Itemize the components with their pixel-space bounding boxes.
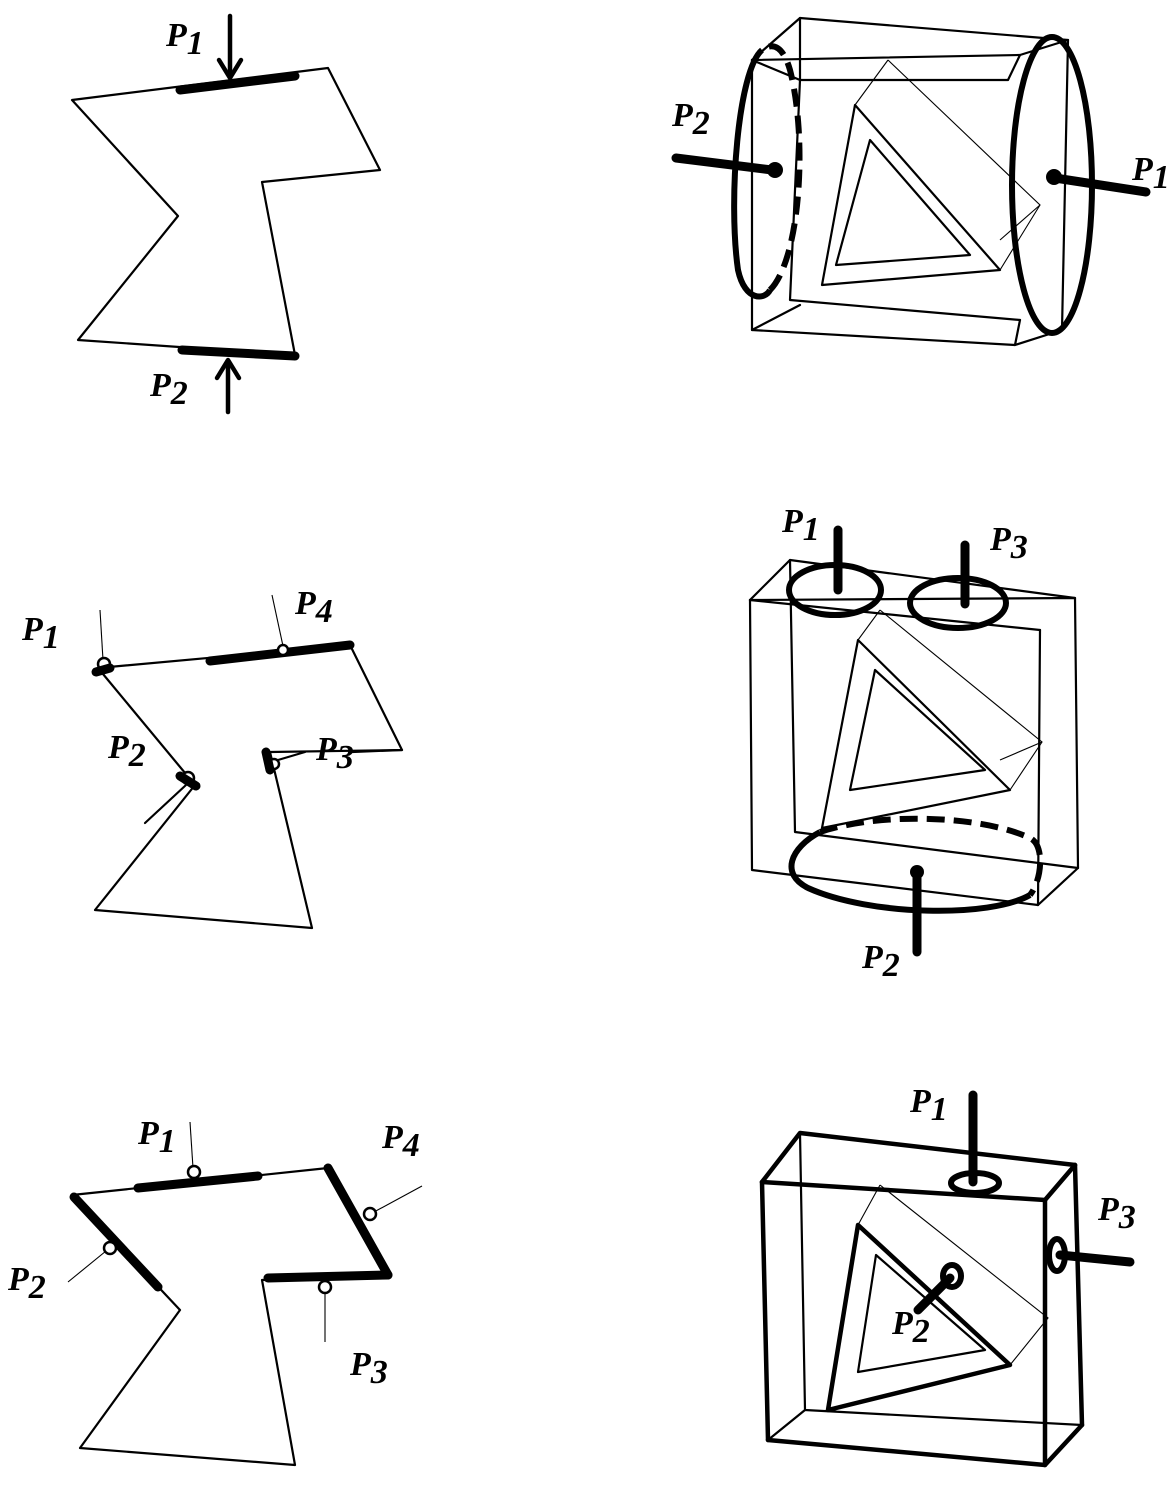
- part-outline: [70, 66, 382, 357]
- triangular-pocket: [820, 609, 1043, 830]
- contact-segment-p4: [323, 1163, 393, 1280]
- label-p2: P2: [891, 1305, 930, 1350]
- label-p2: P2: [107, 729, 146, 774]
- label-p1: P1: [781, 503, 820, 548]
- clamp-pad-p1: [786, 525, 884, 618]
- panel-b-2d: P1 P4 P2 P3: [21, 585, 404, 930]
- clamp-ring-p1: [1009, 34, 1151, 336]
- label-p3: P3: [1097, 1191, 1136, 1236]
- contact-segment-p1: [175, 71, 300, 95]
- label-p2: P2: [671, 97, 710, 142]
- label-p3: P3: [349, 1346, 388, 1391]
- contact-segment-p2: [69, 1192, 163, 1292]
- box-body: [759, 1130, 1085, 1468]
- panel-a-2d: P1 P2: [70, 13, 382, 415]
- label-p2: P2: [7, 1261, 46, 1306]
- contact-segment-p1: [133, 1171, 263, 1193]
- label-p3: P3: [989, 521, 1028, 566]
- panel-c-3d: P1 P3 P2: [759, 1083, 1136, 1468]
- triangular-pocket: [825, 1184, 1049, 1413]
- label-p2: P2: [149, 367, 188, 412]
- force-arrow-p1: [216, 13, 244, 81]
- clamp-ring-p2: [671, 43, 803, 300]
- clamp-pad-p1: [948, 1090, 1002, 1196]
- panel-a-3d: P2 P1: [671, 16, 1170, 347]
- clamp-pad-p2: [913, 1262, 964, 1315]
- contact-segment-p2: [177, 345, 300, 361]
- contact-p1: [91, 609, 115, 677]
- contact-p1: [186, 1121, 202, 1180]
- contact-p3: [261, 747, 404, 775]
- label-p1: P1: [909, 1083, 948, 1128]
- part-outline: [93, 643, 404, 930]
- clamp-pad-p3: [907, 540, 1009, 631]
- force-arrow-p2: [214, 357, 242, 415]
- contact-p2: [143, 770, 201, 825]
- label-p3: P3: [315, 731, 354, 776]
- contact-p2: [67, 1240, 118, 1283]
- panel-b-3d: P1 P3 P2: [748, 503, 1080, 984]
- panel-c-2d: P1 P4 P2 P3: [7, 1115, 423, 1467]
- clamp-ring-p2: [788, 815, 1044, 957]
- contact-p4: [271, 594, 290, 657]
- label-p1: P1: [137, 1115, 176, 1160]
- label-p1: P1: [165, 17, 204, 62]
- label-p1: P1: [21, 611, 60, 656]
- label-p4: P4: [381, 1119, 420, 1164]
- triangular-pocket: [820, 59, 1041, 287]
- clamp-pad-p3: [1046, 1236, 1135, 1274]
- label-p4: P4: [294, 585, 333, 630]
- part-outline: [70, 1166, 390, 1467]
- contact-segment-p3: [263, 1270, 393, 1283]
- contact-p4: [362, 1185, 423, 1222]
- label-p1: P1: [1131, 151, 1170, 196]
- contact-p3: [317, 1279, 333, 1342]
- label-p2: P2: [861, 939, 900, 984]
